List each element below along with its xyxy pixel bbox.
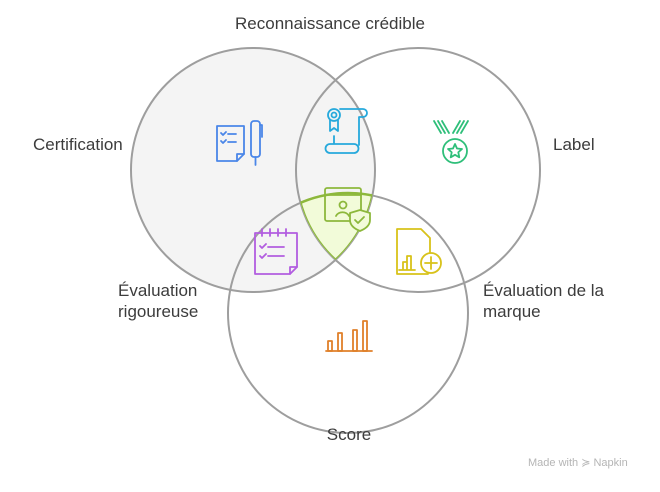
label-credible-recognition: Reconnaissance crédible	[235, 14, 425, 33]
center-intersection	[296, 191, 375, 292]
medal-icon	[433, 120, 469, 164]
bar-chart-icon	[325, 320, 373, 352]
report-add-icon	[396, 228, 442, 275]
label-brand-evaluation: Évaluation de la marque	[483, 281, 604, 321]
napkin-watermark: Made with ≽ Napkin	[528, 457, 628, 469]
checklist-pen-icon	[216, 120, 263, 166]
label-label: Label	[553, 135, 595, 154]
certificate-scroll-icon	[324, 108, 368, 154]
circle-label	[295, 47, 541, 293]
label-score: Score	[326, 425, 372, 444]
label-certification: Certification	[33, 135, 123, 154]
profile-shield-icon	[324, 187, 371, 232]
calendar-checklist-icon	[254, 228, 298, 275]
label-rigorous-evaluation: Évaluation rigoureuse	[118, 281, 199, 321]
